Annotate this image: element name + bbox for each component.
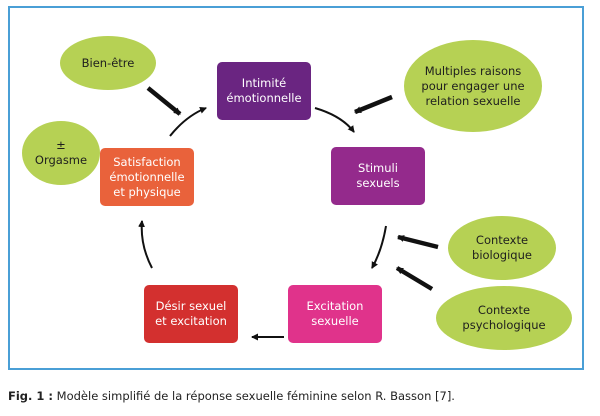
arrow-desir-to-satisfaction: [138, 220, 153, 269]
arrow-biologique-to-cycle: [397, 234, 439, 250]
box-satisfaction: Satisfaction émotionnelle et physique: [100, 148, 194, 206]
box-intimite-emotionnelle: Intimité émotionnelle: [217, 62, 311, 120]
arrow-raisons-to-intimite: [354, 94, 393, 115]
box-desir-sexuel: Désir sexuel et excitation: [144, 285, 238, 343]
figure-label: Fig. 1 :: [8, 389, 54, 403]
oval-bien-etre: Bien-être: [60, 36, 156, 90]
oval-orgasme: ± Orgasme: [22, 121, 100, 185]
oval-multiples-raisons: Multiples raisons pour engager une relat…: [404, 40, 542, 132]
arrow-bien-etre-to-intimite: [146, 86, 182, 116]
box-excitation-sexuelle: Excitation sexuelle: [288, 285, 382, 343]
arrow-intimite-to-stimuli: [314, 107, 355, 133]
figure-caption-text: Modèle simplifié de la réponse sexuelle …: [53, 389, 455, 403]
figure-caption: Fig. 1 : Modèle simplifié de la réponse …: [8, 389, 455, 403]
arrow-stimuli-to-excitation: [371, 225, 387, 269]
oval-contexte-psychologique: Contexte psychologique: [436, 286, 572, 350]
arrow-psychologique-to-cycle: [395, 266, 434, 291]
box-stimuli-sexuels: Stimuli sexuels: [331, 147, 425, 205]
oval-contexte-biologique: Contexte biologique: [448, 216, 556, 280]
arrow-satisfaction-to-intimite: [169, 106, 207, 137]
